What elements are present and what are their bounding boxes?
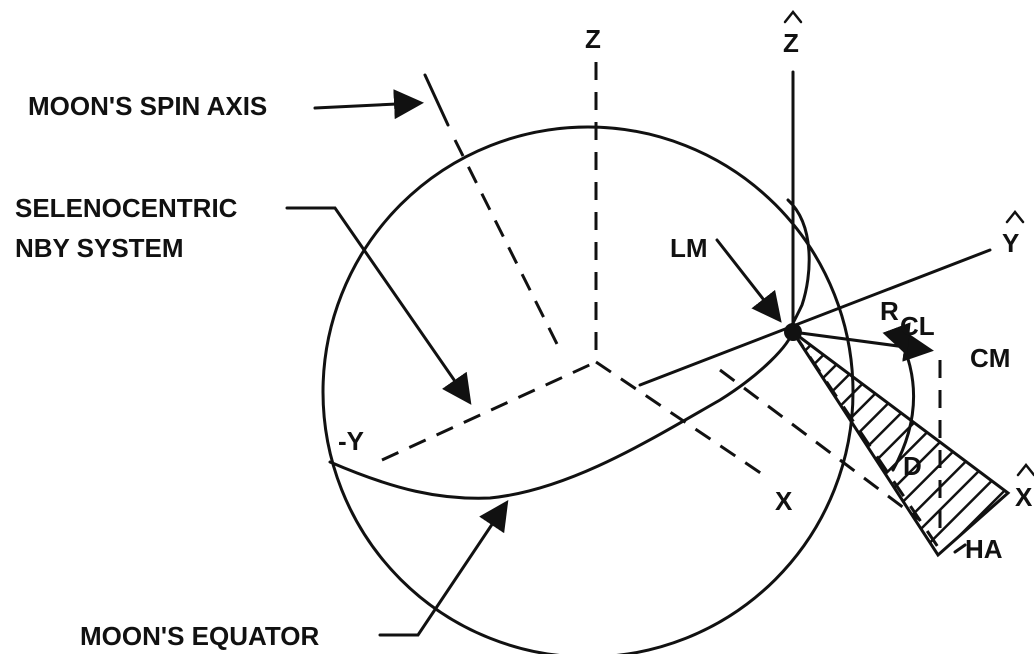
equator-label: MOON'S EQUATOR [80, 621, 319, 651]
z-hat-caret [783, 9, 803, 24]
moon-sphere [321, 125, 855, 654]
x-hat-label: X [1015, 482, 1033, 512]
spin-axis-leader [313, 89, 424, 120]
ha-label: HA [965, 534, 1003, 564]
lm-label: LM [670, 233, 708, 263]
extra-dashed-line [719, 368, 921, 522]
y-hat-label: Y [1002, 228, 1019, 258]
r-label: R [880, 296, 899, 326]
spin-axis-dashed [453, 139, 562, 351]
selenocentric-leader [285, 206, 472, 405]
selenocentric-label-line2: NBY SYSTEM [15, 233, 184, 263]
moon-equator-line [328, 328, 795, 500]
x-axis-line [595, 360, 769, 480]
y-hat-axis-line [638, 248, 992, 387]
ha-leader [953, 543, 967, 554]
neg-y-axis-line [381, 360, 597, 462]
equator-leader [378, 500, 509, 637]
x-label: X [775, 486, 793, 516]
z-label: Z [585, 24, 601, 54]
neg-y-label: -Y [338, 426, 364, 456]
spin-axis-label: MOON'S SPIN AXIS [28, 91, 267, 121]
z-hat-label: Z [783, 28, 799, 58]
d-label: D [903, 451, 922, 481]
x-hat-caret [1016, 462, 1034, 477]
lm-point [784, 323, 802, 341]
y-hat-caret [1005, 209, 1025, 224]
cm-label: CM [970, 343, 1010, 373]
d-angle-arc [882, 322, 916, 472]
spin-axis-solid [423, 73, 450, 127]
r-subscript-label: CL [900, 311, 935, 341]
lm-leader [715, 238, 782, 323]
declination-wedge [791, 330, 1011, 558]
selenocentric-label-line1: SELENOCENTRIC [15, 193, 238, 223]
